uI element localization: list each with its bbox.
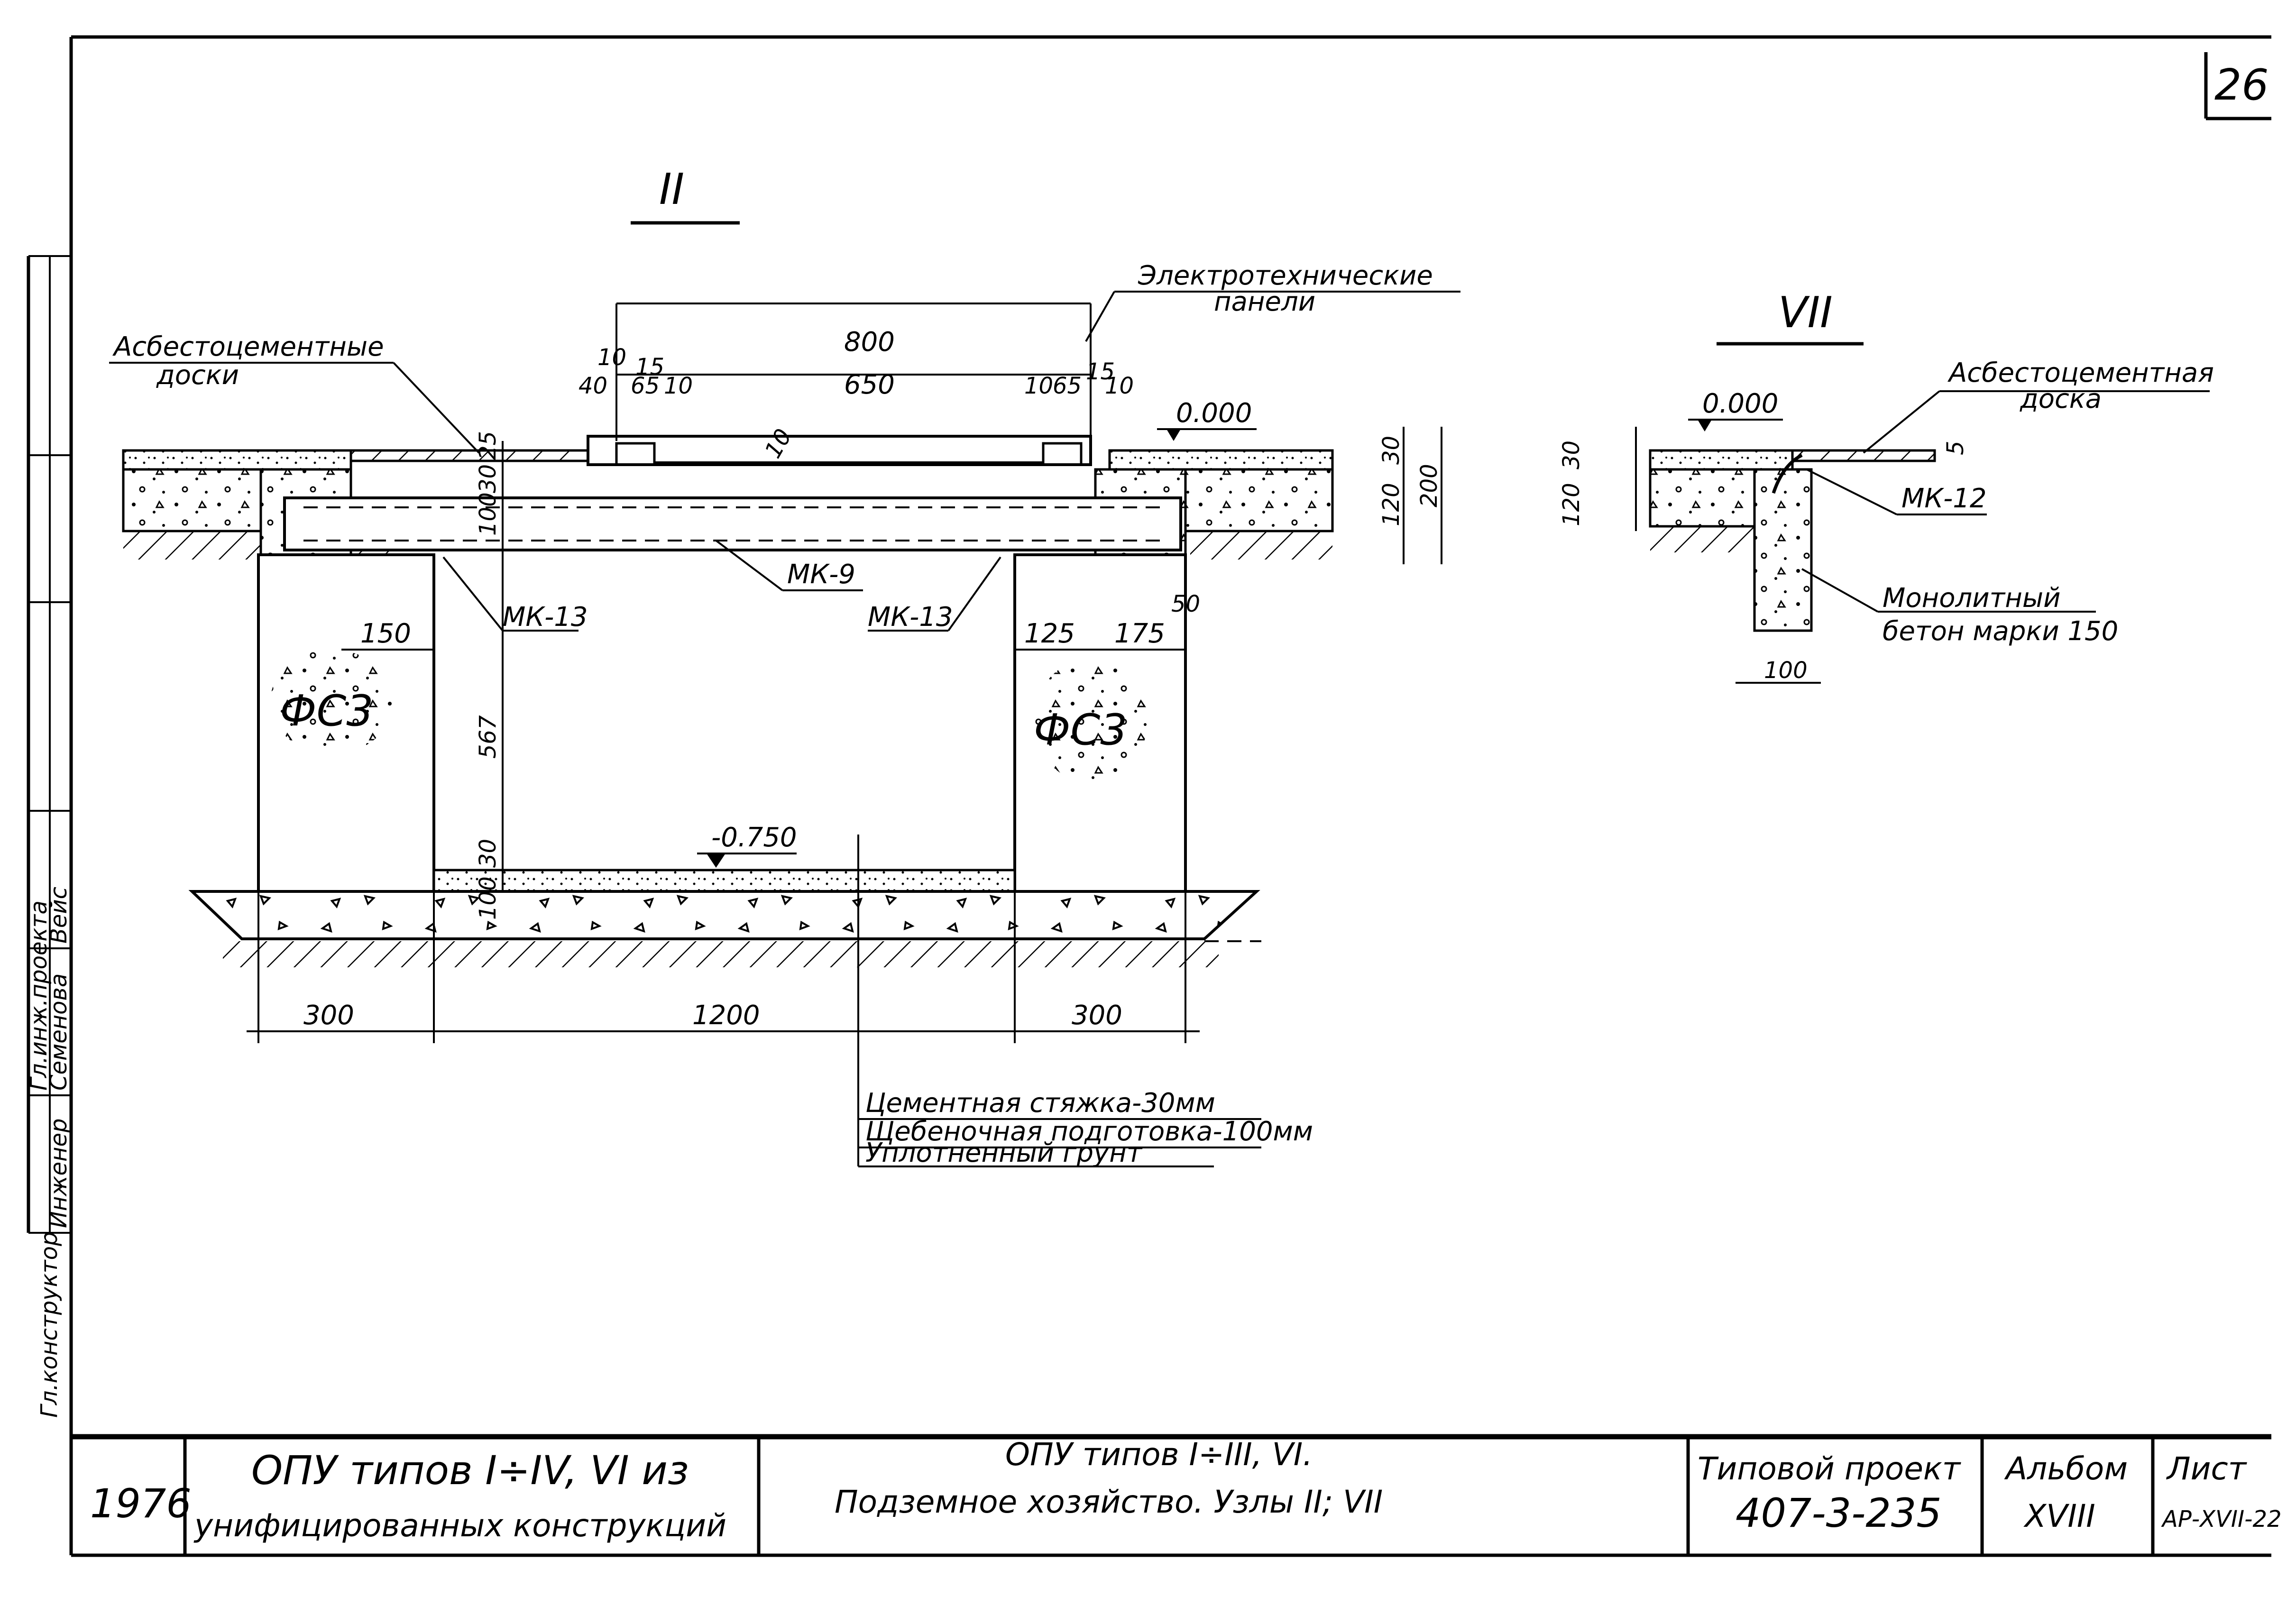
stamp-role-2: Инженер	[46, 1119, 72, 1228]
title-list-label: Лист	[2166, 1450, 2248, 1487]
dim-100-a: 100	[475, 492, 501, 536]
title-album-value: XVIII	[2023, 1498, 2095, 1534]
dim-200: 200	[1416, 464, 1442, 507]
stamp-bottom: Гл.конструктор	[36, 1232, 63, 1418]
dim-50: 50	[1171, 591, 1200, 617]
dim-65-b: 65	[1053, 373, 1082, 399]
label-asbestos-boards-1: Асбестоцементные	[112, 331, 384, 362]
dim-25: 25	[475, 431, 501, 460]
dim-800: 800	[844, 327, 895, 358]
label-asbestos-board-VII-2: доска	[2020, 384, 2102, 414]
title-tipovoi-label: Типовой проект	[1698, 1450, 1962, 1487]
label-mk9: МК-9	[787, 559, 855, 590]
dim-1200: 1200	[692, 1000, 760, 1031]
title-album-label: Альбом	[2004, 1450, 2128, 1487]
dim-30-b: 30	[1378, 436, 1405, 465]
label-monolithic-2: бетон марки 150	[1883, 616, 2118, 647]
dim-30-c: 30	[475, 839, 501, 868]
dim-175: 175	[1114, 618, 1165, 649]
dim-VII-100: 100	[1764, 657, 1808, 684]
label-mk12: МК-12	[1901, 483, 1987, 514]
sheet-frame	[69, 35, 2271, 1557]
label-monolithic-1: Монолитный	[1883, 583, 2060, 614]
dim-15-a: 15	[635, 354, 664, 380]
dim-650: 650	[844, 369, 895, 400]
label-mk13-right: МК-13	[868, 602, 953, 633]
label-electrical-panels-1: Электротехнические	[1138, 260, 1433, 291]
left-stamp: Гл.инж.проекта Инженер Вейс Семенова Гл.…	[26, 255, 72, 1418]
stamp-role-1: Гл.инж.проекта	[26, 900, 52, 1091]
dim-30-a: 30	[475, 464, 501, 493]
title-project-line-1: ОПУ типов I÷IV, VI из	[251, 1447, 689, 1494]
stamp-name-1: Вейс	[46, 887, 72, 944]
level-bottom-II: -0.750	[711, 822, 797, 853]
legend-item-gravel: Щебеночная подготовка-100мм	[865, 1116, 1313, 1147]
legend-item-screed: Цементная стяжка-30мм	[865, 1088, 1215, 1119]
label-fsz-right: ФС3	[1034, 705, 1128, 755]
dim-VII-30: 30	[1558, 440, 1585, 469]
title-list-value: АР-XVII-22	[2161, 1506, 2282, 1532]
section-II: II	[109, 165, 1460, 1168]
dim-567: 567	[475, 715, 501, 759]
dim-10-a: 10	[597, 344, 626, 371]
stamp-name-2: Семенова	[46, 973, 72, 1091]
title-tipovoi-value: 407-3-235	[1736, 1490, 1942, 1536]
dim-125: 125	[1024, 618, 1075, 649]
dim-10-d: 10	[1105, 373, 1134, 399]
title-block: 1976 ОПУ типов I÷IV, VI из унифицированн…	[90, 1436, 2282, 1555]
dim-300-left: 300	[303, 1000, 354, 1031]
label-asbestos-board-VII-1: Асбестоцементная	[1947, 358, 2214, 388]
sheet-number: 26	[2214, 60, 2269, 110]
dim-15-b: 15	[1086, 358, 1115, 385]
title-drawing-line-1: ОПУ типов I÷III, VI.	[1005, 1436, 1313, 1473]
dim-10-b: 10	[664, 373, 693, 399]
dim-VII-120: 120	[1558, 483, 1585, 526]
title-project-line-2: унифицированных конструкций	[193, 1507, 726, 1544]
dim-40: 40	[579, 373, 607, 399]
label-asbestos-boards-2: доски	[156, 360, 239, 391]
level-top-II: 0.000	[1176, 398, 1252, 429]
label-fsz-left: ФС3	[280, 686, 374, 736]
section-VII: VII 30 120 5 100 0.000 Асбестоцементная …	[1558, 288, 2214, 684]
title-year: 1976	[90, 1480, 192, 1527]
dim-150: 150	[360, 618, 411, 649]
dim-VII-5: 5	[1942, 440, 1969, 455]
dim-10-c: 10	[1024, 373, 1053, 399]
title-drawing-line-2: Подземное хозяйство. Узлы II; VII	[835, 1484, 1383, 1520]
label-mk13-left: МК-13	[503, 602, 588, 633]
legend-item-soil: Уплотненный грунт	[865, 1138, 1143, 1168]
section-VII-title: VII	[1778, 288, 1833, 338]
dim-120: 120	[1378, 483, 1405, 526]
dim-300-right: 300	[1072, 1000, 1122, 1031]
section-II-title: II	[659, 165, 684, 214]
level-top-VII: 0.000	[1702, 388, 1778, 419]
layer-legend: Цементная стяжка-30мм Щебеночная подгото…	[858, 1088, 1313, 1168]
dim-100-b: 100	[475, 876, 501, 920]
dim-65-a: 65	[631, 373, 660, 399]
